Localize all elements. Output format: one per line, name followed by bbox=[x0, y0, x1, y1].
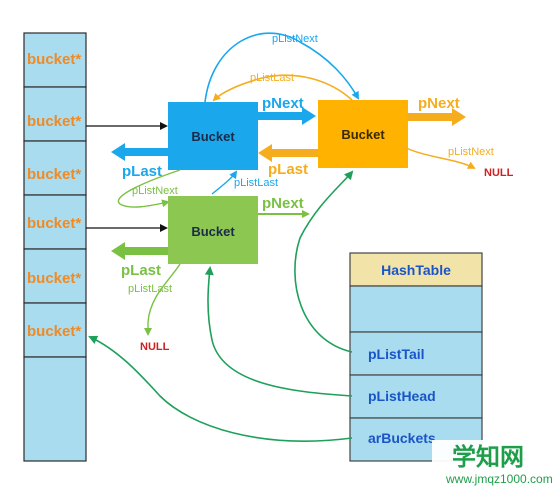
bucket-node-green-label: Bucket bbox=[191, 224, 235, 239]
plast-arrow-orange-shaft bbox=[272, 149, 318, 157]
hashtable-row-label: pListTail bbox=[368, 346, 425, 362]
bucket-cell-label: bucket* bbox=[27, 215, 81, 232]
pnext-arrow-blue-head bbox=[302, 107, 316, 125]
plistlast-arrow-green bbox=[144, 263, 181, 336]
hashtable-row-label: pListHead bbox=[368, 388, 436, 404]
hashtable-row-plisttail bbox=[349, 331, 483, 376]
plistlast-arrow-top bbox=[212, 74, 353, 102]
bucket-cell bbox=[23, 194, 87, 250]
plistnext-arrow-mid bbox=[117, 169, 181, 208]
bucket-node-orange-label: Bucket bbox=[341, 127, 385, 142]
plistlast-label-mid: pListLast bbox=[234, 177, 278, 189]
bucket-node-blue bbox=[168, 102, 258, 170]
hashtable-row-label: arBuckets bbox=[368, 430, 436, 446]
hashtable-row bbox=[349, 285, 483, 333]
hashtable-row-plisthead bbox=[349, 374, 483, 419]
null-label-green: NULL bbox=[140, 341, 170, 353]
plast-arrow-green-head bbox=[111, 242, 125, 260]
pnext-label-green: pNext bbox=[262, 195, 304, 212]
bucket-node-orange bbox=[318, 100, 408, 168]
plast-arrow-blue-head bbox=[111, 143, 125, 161]
plast-arrow-green-shaft bbox=[125, 247, 168, 255]
pnext-label-blue: pNext bbox=[262, 95, 304, 112]
bucket-cell-label: bucket* bbox=[27, 166, 81, 183]
bucket-array: bucket* bucket* bucket* bucket* bucket* … bbox=[23, 32, 87, 462]
plistnext-label-orange: pListNext bbox=[448, 146, 494, 158]
bucket-cell bbox=[23, 302, 87, 358]
plast-arrow-orange-head bbox=[258, 144, 272, 162]
watermark: 学知网 www.jmqz1000.com bbox=[432, 440, 558, 488]
arbuckets-arrow bbox=[88, 335, 353, 442]
pnext-label-orange: pNext bbox=[418, 95, 460, 112]
plast-label-orange: pLast bbox=[268, 161, 308, 178]
watermark-bg bbox=[432, 440, 558, 488]
pnext-arrow-orange-shaft bbox=[408, 113, 452, 121]
hashtable-header bbox=[349, 252, 483, 287]
plistlast-label-green: pListLast bbox=[128, 283, 172, 295]
plisttail-arrow bbox=[294, 170, 354, 353]
plistnext-label-top: pListNext bbox=[272, 33, 318, 45]
plisthead-arrow bbox=[204, 266, 353, 397]
bucket-cell-label: bucket* bbox=[27, 323, 81, 340]
plistlast-arrow-mid bbox=[211, 170, 238, 195]
null-label-orange: NULL bbox=[484, 167, 514, 179]
bucket-cell bbox=[23, 32, 87, 88]
bucket-node-green bbox=[168, 196, 258, 264]
plast-label-blue: pLast bbox=[122, 163, 162, 180]
bucket-array-tail bbox=[23, 356, 87, 462]
plistnext-arrow-orange bbox=[401, 145, 476, 169]
pnext-arrow-blue-shaft bbox=[258, 112, 302, 120]
watermark-url: www.jmqz1000.com bbox=[445, 472, 553, 486]
pnext-arrow-orange-head bbox=[452, 108, 466, 126]
plistlast-label-top: pListLast bbox=[250, 72, 294, 84]
bucket-cell bbox=[23, 140, 87, 196]
bucket-node-blue-label: Bucket bbox=[191, 129, 235, 144]
bucket-cell-label: bucket* bbox=[27, 51, 81, 68]
hashtable-title: HashTable bbox=[381, 262, 451, 278]
bucket-cell-label: bucket* bbox=[27, 270, 81, 287]
plast-label-green: pLast bbox=[121, 262, 161, 279]
hashtable-struct: HashTable pListTail pListHead arBuckets bbox=[349, 252, 483, 462]
watermark-logo-text: 学知网 bbox=[452, 443, 524, 471]
plistnext-arrow-top bbox=[204, 32, 359, 103]
bucket-cell bbox=[23, 86, 87, 142]
plast-arrow-blue-shaft bbox=[125, 148, 168, 156]
plistnext-label-mid: pListNext bbox=[132, 185, 178, 197]
bucket-cell-label: bucket* bbox=[27, 113, 81, 130]
